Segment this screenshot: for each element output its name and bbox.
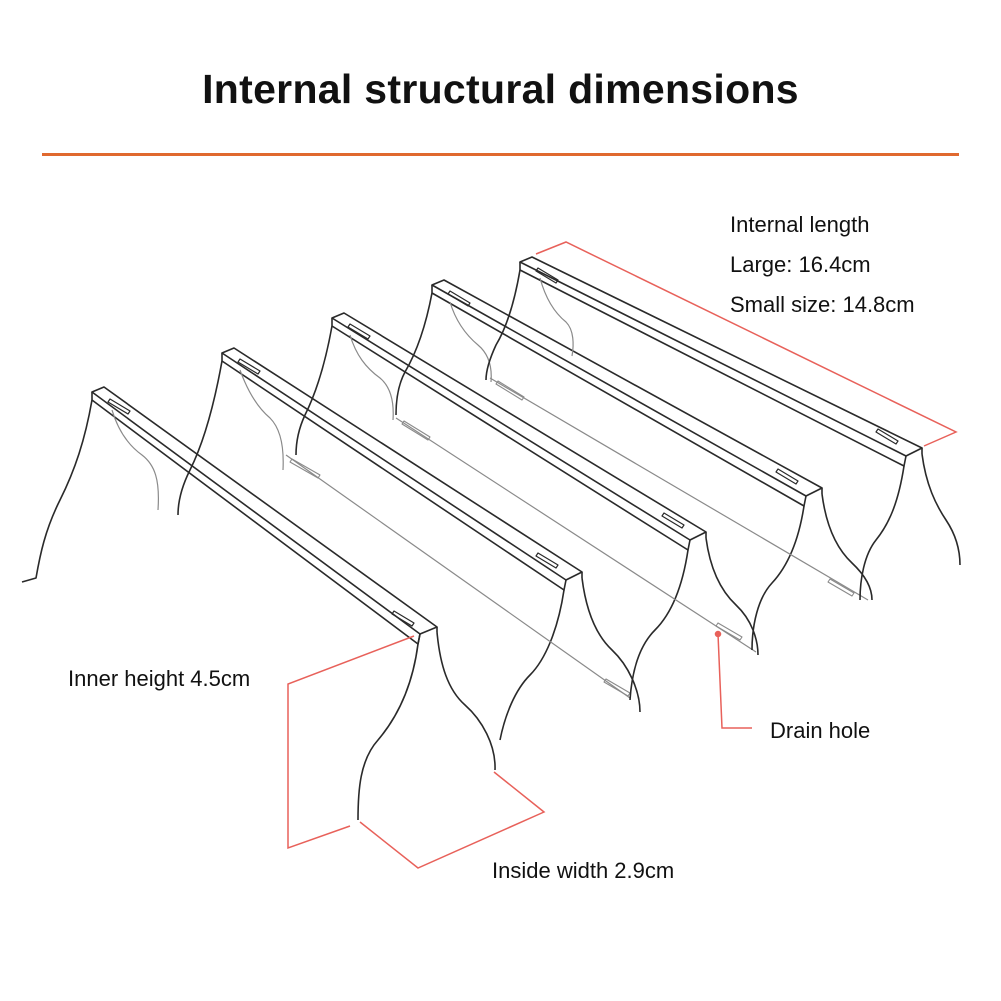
inside-width-label: Inside width 2.9cm	[492, 858, 675, 883]
internal-length-label: Internal length	[730, 212, 870, 237]
divider-slat-3	[295, 312, 759, 701]
inner-height-label: Inner height 4.5cm	[68, 666, 251, 691]
drain-hole-label: Drain hole	[770, 718, 871, 743]
divider-slat-5	[485, 256, 961, 601]
height-dimension-line	[287, 635, 415, 850]
large-size-label: Large: 16.4cm	[730, 252, 871, 277]
divider-slat-1	[21, 386, 496, 821]
page-title: Internal structural dimensions	[202, 66, 799, 112]
divider-slat-2	[177, 347, 641, 741]
small-size-label: Small size: 14.8cm	[730, 292, 915, 317]
internal-length-annotation: Internal length Large: 16.4cm Small size…	[730, 205, 915, 325]
length-dimension-line	[535, 241, 958, 447]
width-dimension-line	[359, 771, 546, 869]
divider-slat-4	[395, 279, 873, 651]
drain-hole-leader	[714, 630, 752, 729]
title-divider	[42, 153, 959, 156]
